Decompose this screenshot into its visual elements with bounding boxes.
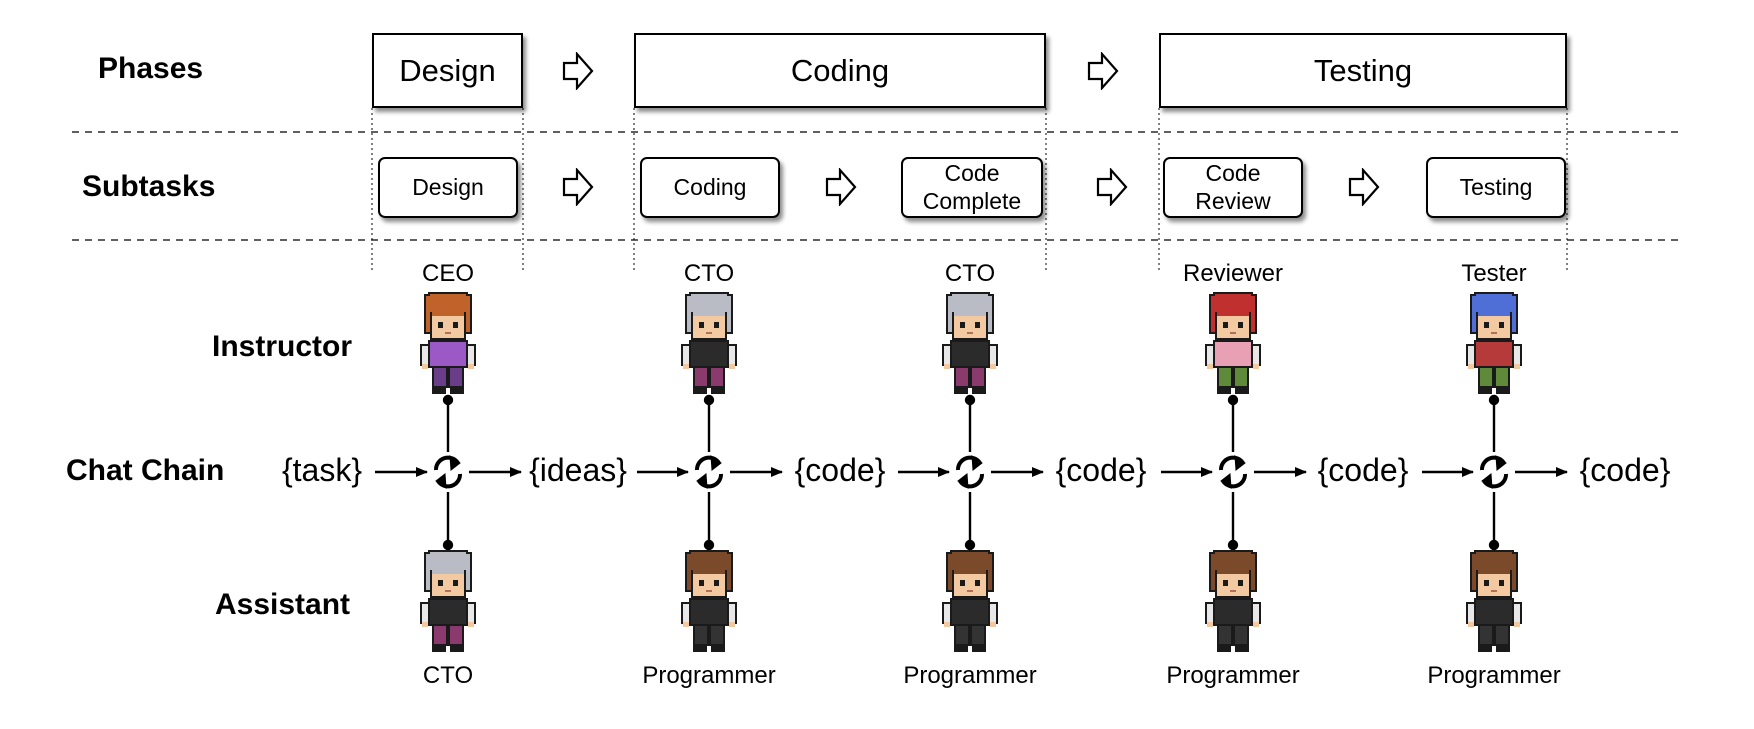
instructor-role-label: CTO xyxy=(683,260,735,287)
hollow-right-arrow-icon xyxy=(562,168,594,206)
assistant-role-label: Programmer xyxy=(642,662,776,689)
phase-testing: Testing xyxy=(1159,33,1567,108)
phase-coding: Coding xyxy=(634,33,1046,108)
assistant-role-label: Programmer xyxy=(903,662,1037,689)
row-label-assistant: Assistant xyxy=(215,588,351,621)
subtask-coding: Coding xyxy=(640,157,780,218)
row-label-subtasks: Subtasks xyxy=(82,170,216,203)
programmer-avatar xyxy=(1205,550,1261,652)
subtask-code-review: Code Review xyxy=(1163,157,1303,218)
chat-cycle-icon xyxy=(694,454,724,490)
instructor-role-label: Tester xyxy=(1461,260,1527,287)
hollow-right-arrow-icon xyxy=(825,168,857,206)
row-label-phases: Phases xyxy=(98,52,204,85)
hollow-right-arrow-icon xyxy=(562,52,594,90)
programmer-avatar xyxy=(942,550,998,652)
chain-token: {ideas} xyxy=(529,452,627,488)
tester-avatar xyxy=(1466,292,1522,394)
chat-cycle-icon xyxy=(433,454,463,490)
instructor-role-label: CEO xyxy=(421,260,475,287)
assistant-role-label: Programmer xyxy=(1166,662,1300,689)
chain-token: {code} xyxy=(1055,452,1147,488)
instructor-role-label: Reviewer xyxy=(1182,260,1284,287)
reviewer-avatar xyxy=(1205,292,1261,394)
cto-avatar xyxy=(420,550,476,652)
programmer-avatar xyxy=(681,550,737,652)
hollow-right-arrow-icon xyxy=(1096,168,1128,206)
ceo-avatar xyxy=(420,292,476,394)
assistant-role-label: CTO xyxy=(422,662,474,689)
row-label-instructor: Instructor xyxy=(212,330,353,363)
phase-design: Design xyxy=(372,33,523,108)
subtask-testing: Testing xyxy=(1426,157,1566,218)
chain-token: {code} xyxy=(794,452,886,488)
chat-cycle-icon xyxy=(955,454,985,490)
hollow-right-arrow-icon xyxy=(1087,52,1119,90)
assistant-role-label: Programmer xyxy=(1427,662,1561,689)
chain-token: {code} xyxy=(1317,452,1409,488)
subtask-code-complete: Code Complete xyxy=(901,157,1043,218)
programmer-avatar xyxy=(1466,550,1522,652)
chain-token: {task} xyxy=(281,452,363,488)
chat-cycle-icon xyxy=(1479,454,1509,490)
cto-avatar xyxy=(681,292,737,394)
subtask-design: Design xyxy=(378,157,518,218)
row-label-chat-chain: Chat Chain xyxy=(66,454,225,487)
instructor-role-label: CTO xyxy=(944,260,996,287)
cto-avatar xyxy=(942,292,998,394)
chat-cycle-icon xyxy=(1218,454,1248,490)
chain-token: {code} xyxy=(1579,452,1671,488)
hollow-right-arrow-icon xyxy=(1348,168,1380,206)
